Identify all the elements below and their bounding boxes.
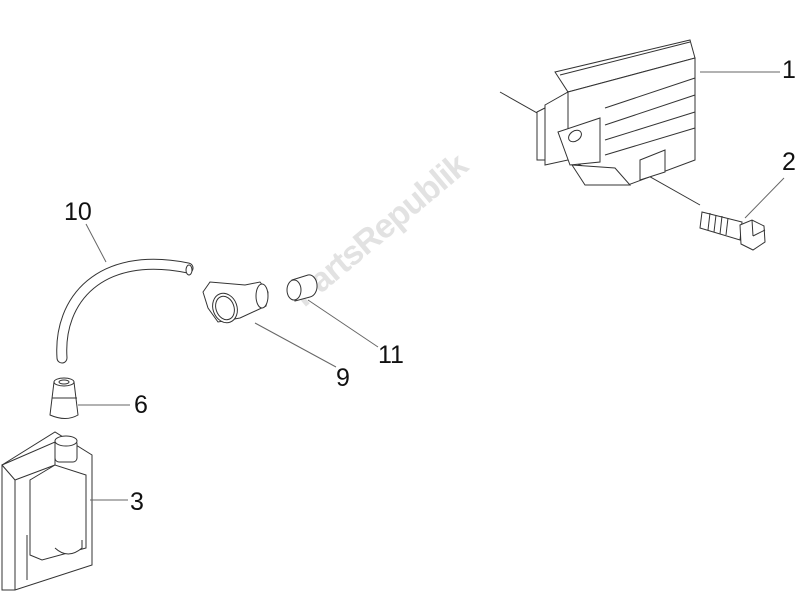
coil-drawing (1, 431, 93, 591)
bushing-drawing (286, 274, 318, 302)
boot-drawing (49, 377, 79, 419)
leader-11 (307, 299, 379, 348)
leader-2 (744, 177, 785, 219)
cap-drawing (202, 281, 269, 324)
callout-9[interactable]: 9 (336, 364, 350, 392)
callout-2[interactable]: 2 (782, 148, 796, 176)
cable-drawing (56, 258, 194, 364)
callout-3[interactable]: 3 (130, 488, 144, 516)
leader-9 (254, 322, 337, 368)
callout-11[interactable]: 11 (378, 341, 404, 369)
callout-1[interactable]: 1 (782, 56, 796, 84)
leader-lines (78, 71, 785, 501)
callout-6[interactable]: 6 (134, 391, 148, 419)
regulator-drawing (499, 39, 701, 206)
bolt-drawing (699, 211, 766, 251)
callout-10[interactable]: 10 (64, 198, 92, 226)
leader-10 (85, 223, 107, 263)
